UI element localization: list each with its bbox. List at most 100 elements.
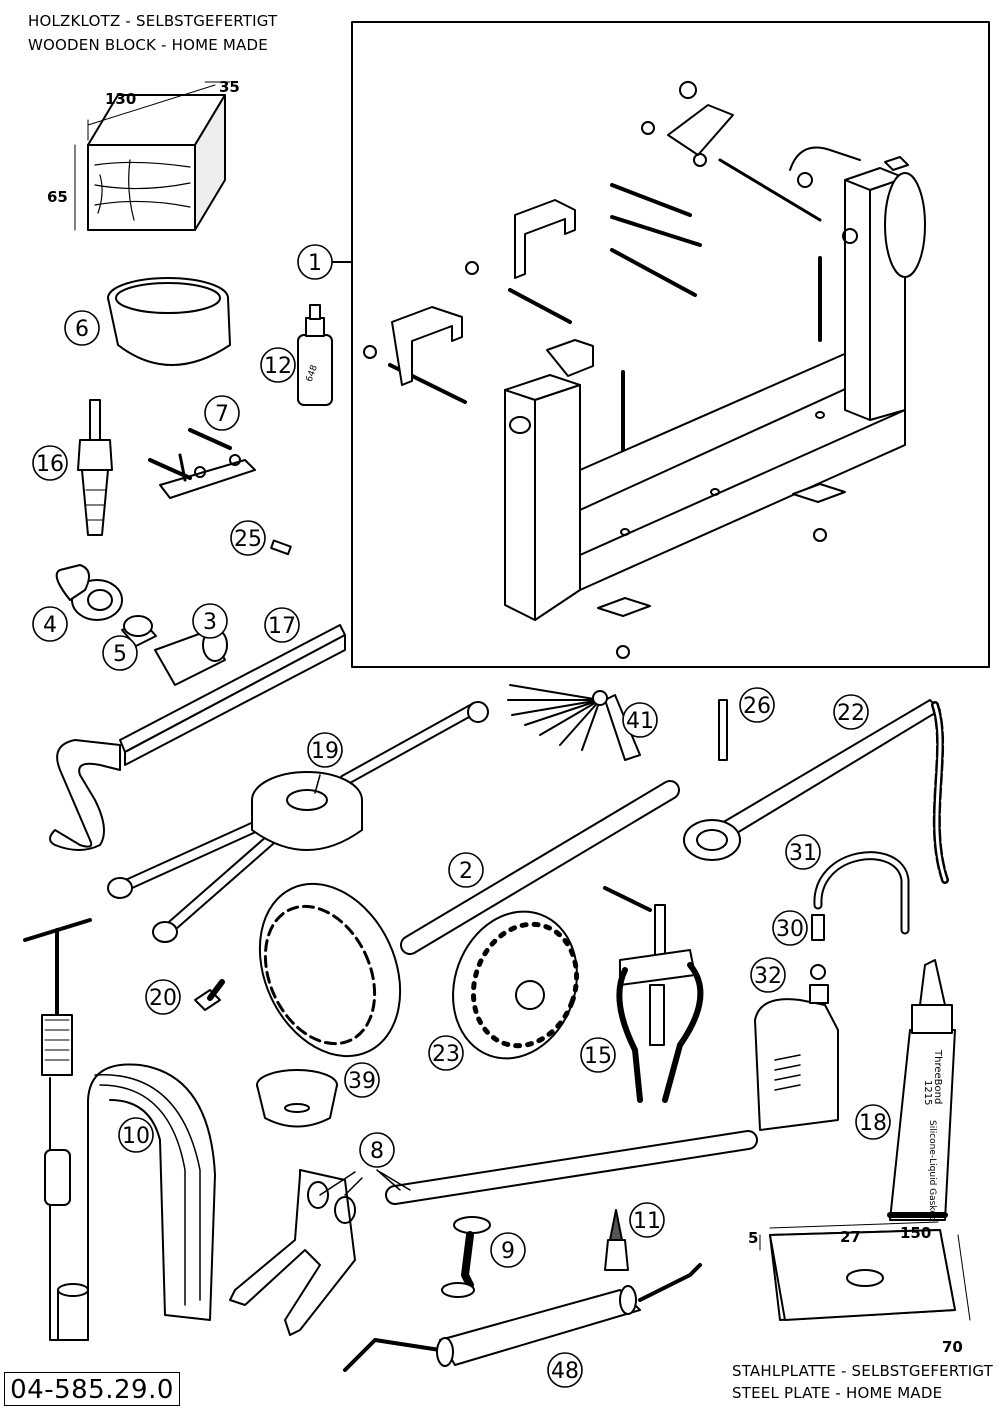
callout-22: 22 — [833, 694, 869, 730]
callout-circle — [785, 834, 821, 870]
callout-number: 11 — [633, 1209, 661, 1234]
rotor-holder — [452, 910, 580, 1060]
callout-30: 30 — [772, 910, 808, 946]
callout-circle — [622, 702, 658, 738]
callout-12: 12 — [260, 347, 296, 383]
callout-11: 11 — [629, 1202, 665, 1238]
chain-wrench — [683, 699, 949, 884]
callout-number: 31 — [789, 841, 817, 866]
callout-17: 17 — [264, 607, 300, 643]
callout-circle — [260, 347, 296, 383]
callout-circle — [32, 445, 68, 481]
callout-25: 25 — [230, 520, 266, 556]
callout-number: 20 — [149, 986, 177, 1011]
callout-48: 48 — [547, 1352, 583, 1388]
callout-19: 19 — [307, 732, 343, 768]
callout-20: 20 — [145, 979, 181, 1015]
gear-puller — [603, 886, 704, 1103]
slide-hammer — [77, 399, 113, 536]
callout-circle — [145, 979, 181, 1015]
engine-stand — [504, 146, 926, 621]
callout-circle — [64, 310, 100, 346]
callout-circle — [204, 395, 240, 431]
stand-bolts — [363, 81, 846, 659]
callout-32: 32 — [750, 957, 786, 993]
callout-leaders — [314, 774, 411, 1196]
callout-number: 48 — [551, 1359, 579, 1384]
grease-gun — [343, 1263, 702, 1372]
callout-23: 23 — [428, 1035, 464, 1071]
threebond-desc: Silicone-Liquid Gasket — [927, 1120, 937, 1220]
hose-and-bottle — [754, 851, 910, 1131]
wood-block-title-en: WOODEN BLOCK - HOME MADE — [28, 36, 268, 54]
callout-number: 3 — [203, 610, 217, 635]
callout-circle — [772, 910, 808, 946]
crankshaft-puller — [148, 428, 256, 499]
callout-circle — [102, 635, 138, 671]
callout-number: 22 — [837, 701, 865, 726]
callout-number: 25 — [234, 527, 262, 552]
hub-holder — [229, 1130, 758, 1336]
callout-number: 5 — [113, 642, 127, 667]
callout-circle — [192, 603, 228, 639]
callout-number: 12 — [264, 354, 292, 379]
callout-16: 16 — [32, 445, 68, 481]
callout-26: 26 — [739, 687, 775, 723]
small-bottle-11 — [604, 1209, 629, 1271]
callout-31: 31 — [785, 834, 821, 870]
callout-2: 2 — [448, 852, 484, 888]
callout-15: 15 — [580, 1037, 616, 1073]
callout-circle — [448, 852, 484, 888]
callout-number: 17 — [268, 614, 296, 639]
wood-length-dim: 130 — [105, 90, 136, 108]
piston-ring-compressor — [107, 277, 231, 366]
steel-plate-title-de: STAHLPLATTE - SELBSTGEFERTIGT — [732, 1362, 993, 1380]
callout-5: 5 — [102, 635, 138, 671]
callout-number: 7 — [215, 402, 229, 427]
callout-circle — [297, 244, 333, 280]
callout-18: 18 — [855, 1104, 891, 1140]
callout-6: 6 — [64, 310, 100, 346]
callout-layer: 1234567891011121516171819202223252630313… — [32, 244, 891, 1388]
wooden-block — [74, 81, 231, 231]
pin-26 — [718, 699, 728, 761]
callout-number: 16 — [36, 452, 64, 477]
part-number-box: 04-585.29.0 — [4, 1372, 180, 1406]
callout-number: 9 — [501, 1239, 515, 1264]
steel-hole-dim: 27 — [840, 1228, 861, 1246]
wood-block-title-de: HOLZKLOTZ - SELBSTGEFERTIGT — [28, 12, 278, 30]
offset-wrench-9 — [441, 1216, 491, 1298]
callout-circle — [833, 694, 869, 730]
oil-filter-wrench — [256, 1069, 338, 1128]
callout-41: 41 — [622, 702, 658, 738]
callout-8: 8 — [359, 1132, 395, 1168]
callout-number: 6 — [75, 317, 89, 342]
steel-plate — [759, 1221, 971, 1321]
callout-number: 26 — [743, 694, 771, 719]
callout-circle — [547, 1352, 583, 1388]
callout-number: 30 — [776, 917, 804, 942]
callout-number: 8 — [370, 1139, 384, 1164]
callout-number: 4 — [43, 613, 57, 638]
loctite-bottle — [297, 304, 333, 406]
engine-stand-box — [351, 21, 990, 668]
clutch-holder-17 — [49, 624, 346, 851]
callout-number: 23 — [432, 1042, 460, 1067]
callout-circle — [230, 520, 266, 556]
callout-circle — [32, 606, 68, 642]
threebond-brand: ThreeBond — [932, 1049, 943, 1104]
wood-width-dim: 35 — [219, 78, 240, 96]
callout-number: 10 — [122, 1124, 150, 1149]
callout-circle — [855, 1104, 891, 1140]
flywheel-puller — [107, 701, 489, 943]
callout-1: 1 — [297, 244, 333, 280]
clutch-holder-2 — [258, 780, 680, 1058]
callout-4: 4 — [32, 606, 68, 642]
callout-number: 41 — [626, 709, 654, 734]
threebond-tube — [887, 959, 956, 1221]
callout-circle — [739, 687, 775, 723]
screw-20 — [194, 979, 225, 1011]
steel-length-dim: 150 — [900, 1224, 931, 1242]
callout-39: 39 — [344, 1062, 380, 1098]
callout-circle — [629, 1202, 665, 1238]
